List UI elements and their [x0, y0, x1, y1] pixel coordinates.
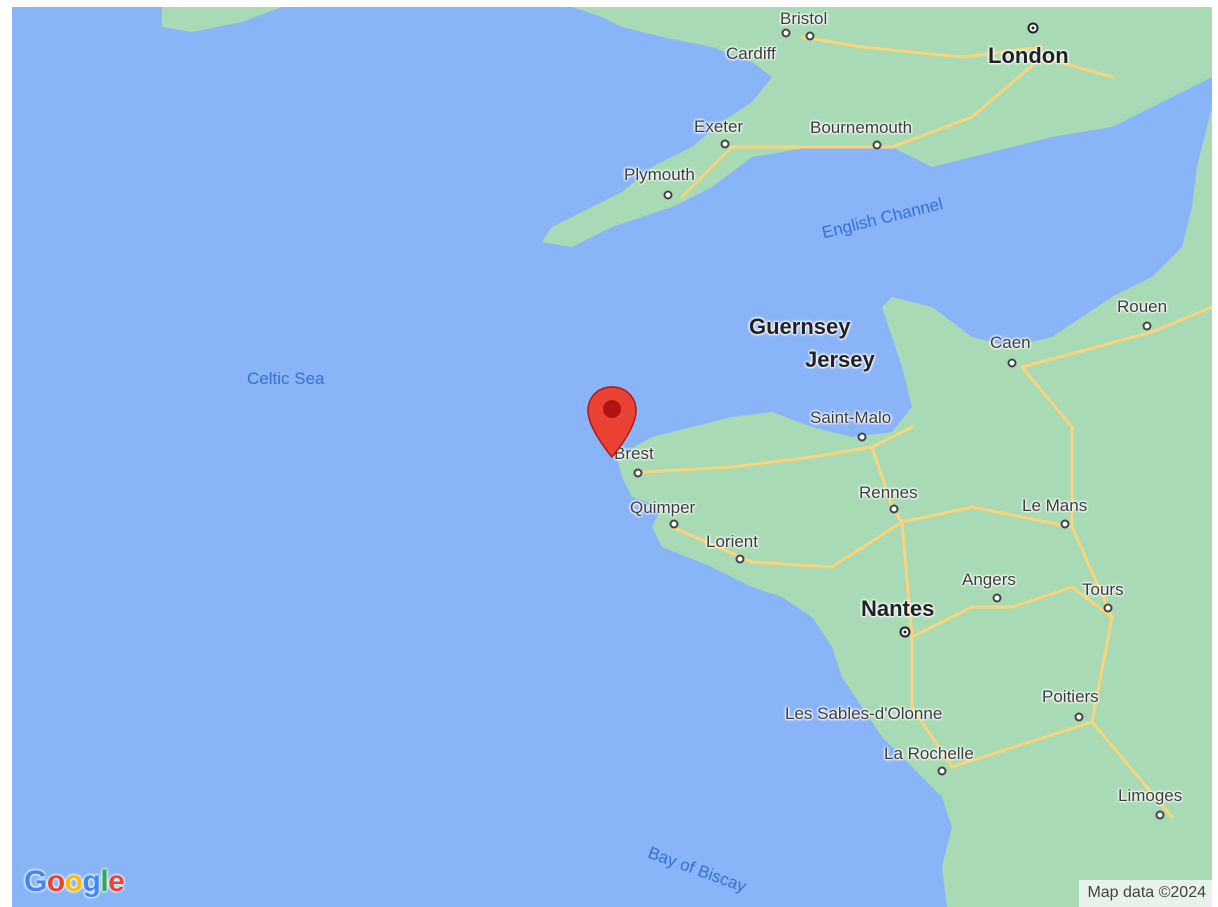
city-label-le-mans: Le Mans — [1022, 496, 1088, 515]
city-label-cardiff: Cardiff — [726, 44, 776, 63]
city-dot-rouen — [1142, 321, 1152, 331]
google-logo[interactable]: Google — [24, 865, 125, 899]
city-dot-plymouth — [663, 190, 673, 200]
uk-landmass — [542, 7, 1212, 247]
map-basemap — [162, 7, 1212, 907]
city-label-nantes: Nantes — [861, 596, 935, 621]
city-dot-poitiers — [1074, 712, 1084, 722]
logo-letter: g — [82, 865, 101, 898]
ireland-tip — [162, 7, 282, 32]
city-dot-saint-malo — [857, 432, 867, 442]
logo-letter: o — [64, 865, 83, 898]
france-landmass — [617, 107, 1212, 907]
city-label-tours: Tours — [1082, 580, 1124, 599]
city-dot-angers — [992, 593, 1002, 603]
city-dot-bristol — [805, 31, 815, 41]
city-label-quimper: Quimper — [630, 498, 696, 517]
city-dot-la-rochelle — [937, 766, 947, 776]
city-label-lorient: Lorient — [706, 532, 758, 551]
city-label-angers: Angers — [962, 570, 1016, 589]
logo-letter: o — [46, 865, 65, 898]
city-dot-brest — [633, 468, 643, 478]
city-dot-le-mans — [1060, 519, 1070, 529]
island-label-guernsey: Guernsey — [749, 314, 851, 339]
city-dot-caen — [1007, 358, 1017, 368]
city-label-limoges: Limoges — [1118, 786, 1183, 805]
city-label-les-sables: Les Sables-d'Olonne — [785, 704, 943, 723]
city-dot-rennes — [889, 504, 899, 514]
wales-coast — [652, 7, 732, 32]
city-dot-london — [1027, 22, 1039, 34]
city-label-rouen: Rouen — [1117, 297, 1168, 316]
city-dot-nantes — [899, 626, 911, 638]
city-label-london: London — [988, 43, 1069, 68]
city-label-bournemouth: Bournemouth — [810, 118, 913, 137]
city-label-plymouth: Plymouth — [624, 165, 695, 184]
city-label-rennes: Rennes — [859, 483, 918, 502]
water-label-celtic-sea: Celtic Sea — [247, 369, 325, 388]
city-label-caen: Caen — [990, 333, 1031, 352]
city-label-poitiers: Poitiers — [1042, 687, 1099, 706]
city-dot-quimper — [669, 519, 679, 529]
city-label-saint-malo: Saint-Malo — [810, 408, 892, 427]
city-label-brest: Brest — [614, 444, 654, 463]
city-label-bristol: Bristol — [780, 9, 828, 28]
map-pin-icon[interactable] — [586, 385, 638, 461]
city-dot-exeter — [720, 139, 730, 149]
city-label-exeter: Exeter — [694, 117, 744, 136]
logo-letter: G — [24, 865, 47, 898]
city-label-la-rochelle: La Rochelle — [884, 744, 974, 763]
city-dot-limoges — [1155, 810, 1165, 820]
city-dot-cardiff — [781, 28, 791, 38]
city-dot-bournemouth — [872, 140, 882, 150]
map-attribution[interactable]: Map data ©2024 — [1079, 880, 1212, 907]
city-dot-lorient — [735, 554, 745, 564]
map-canvas[interactable]: Bristol Cardiff London Exeter Bournemout… — [12, 7, 1212, 907]
logo-letter: l — [100, 865, 109, 898]
city-dot-tours — [1103, 603, 1113, 613]
logo-letter: e — [108, 865, 125, 898]
island-label-jersey: Jersey — [805, 347, 875, 372]
